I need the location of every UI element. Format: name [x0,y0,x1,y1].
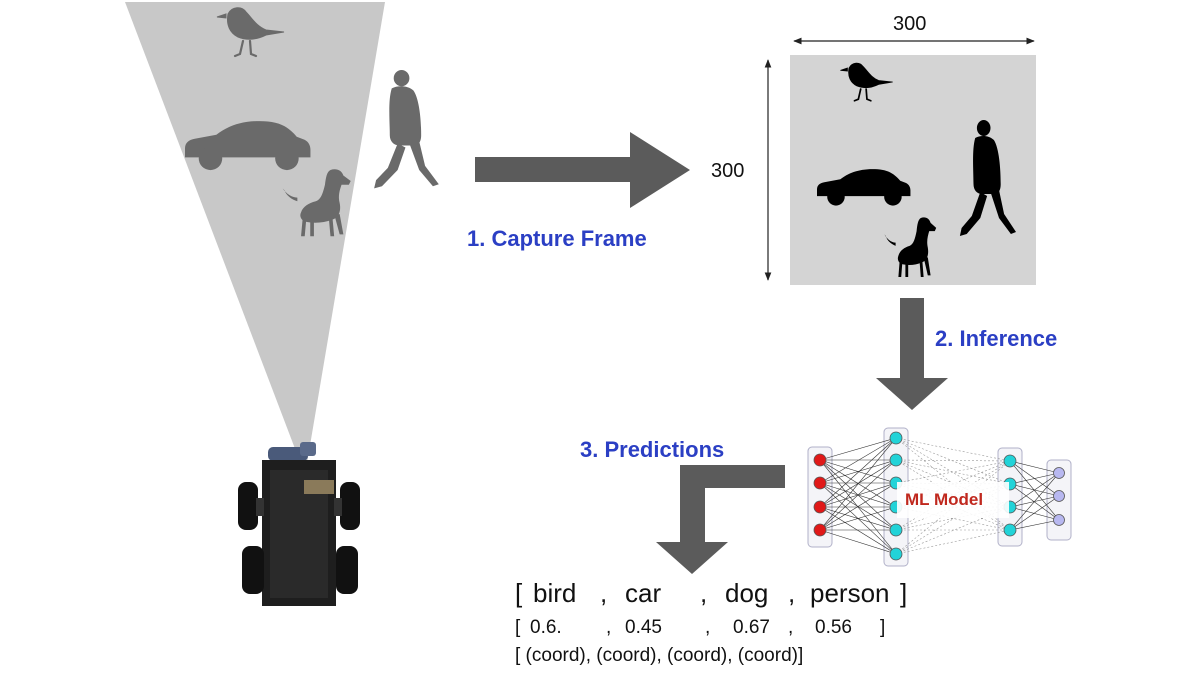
network-edge [895,460,1011,484]
label-dog: dog [725,578,769,608]
score-person: 0.56 [815,617,852,638]
hidden-node [889,523,903,537]
label-separator: , [600,578,608,608]
network-edge [1009,472,1060,485]
score-separator: , [606,617,612,638]
output-node [1053,490,1065,502]
label-bird: bird [533,578,577,608]
inference-arrow [876,298,948,410]
network-edge [819,529,897,555]
input-node [813,453,827,467]
score-separator: , [788,617,794,638]
network-edge [1009,506,1060,521]
hidden-node [889,547,903,561]
robot-icon [238,442,360,606]
network-edge [1009,460,1060,521]
camera-view-cone [125,2,385,475]
ml-model-label-bg [897,482,1009,518]
network-edge [819,506,897,531]
network-edge [819,437,897,508]
hidden-node [1003,454,1017,468]
network-edge [895,459,1011,462]
output-node [1053,514,1065,526]
network-edge [895,506,1011,531]
network-edge [819,437,897,461]
network-edge [1009,460,1060,474]
output-node [1053,467,1065,479]
network-edge [1009,472,1060,508]
network-edge [819,482,897,531]
capture-step-label: 1. Capture Frame [467,226,647,251]
score-separator: , [705,617,711,638]
network-edge [895,506,1011,555]
bounding-boxes-row: [ (coord), (coord), (coord), (coord)] [515,645,804,666]
input-node [813,476,827,490]
hidden-node [889,431,903,445]
network-edge [819,459,897,484]
network-edge [895,459,1011,485]
bracket-close: ] [880,617,886,638]
label-separator: , [788,578,796,608]
network-edge [895,529,1011,555]
score-dog: 0.67 [733,617,770,638]
network-edge [1009,519,1060,531]
network-edge [819,459,897,531]
network-edge [819,437,897,484]
bracket-open: [ [515,617,521,638]
frame-height-label: 300 [711,160,745,182]
neural-network-icon [807,427,1072,567]
frame-width-label: 300 [893,13,927,35]
hidden-node [1003,523,1017,537]
network-edge [819,459,897,508]
label-separator: , [700,578,708,608]
label-person: person [810,578,890,608]
network-edge [1009,495,1060,531]
label-car: car [625,578,662,608]
network-edge [819,437,897,531]
capture-arrow [475,132,690,208]
score-bird: 0.6. [530,617,562,638]
input-node [813,523,827,537]
person-icon [374,70,439,189]
network-edge [895,437,1011,485]
ml-model-label: ML Model [905,490,984,509]
network-edge [1009,472,1060,531]
score-car: 0.45 [625,617,662,638]
hidden-node [889,453,903,467]
predictions-step-label: 3. Predictions [580,437,725,462]
input-node [813,500,827,514]
bracket-close: ] [900,578,908,608]
predictions-arrow [656,465,785,574]
network-edge [1009,483,1060,521]
bracket-open: [ [515,578,523,608]
network-edge [895,437,1011,462]
inference-step-label: 2. Inference [935,326,1058,351]
